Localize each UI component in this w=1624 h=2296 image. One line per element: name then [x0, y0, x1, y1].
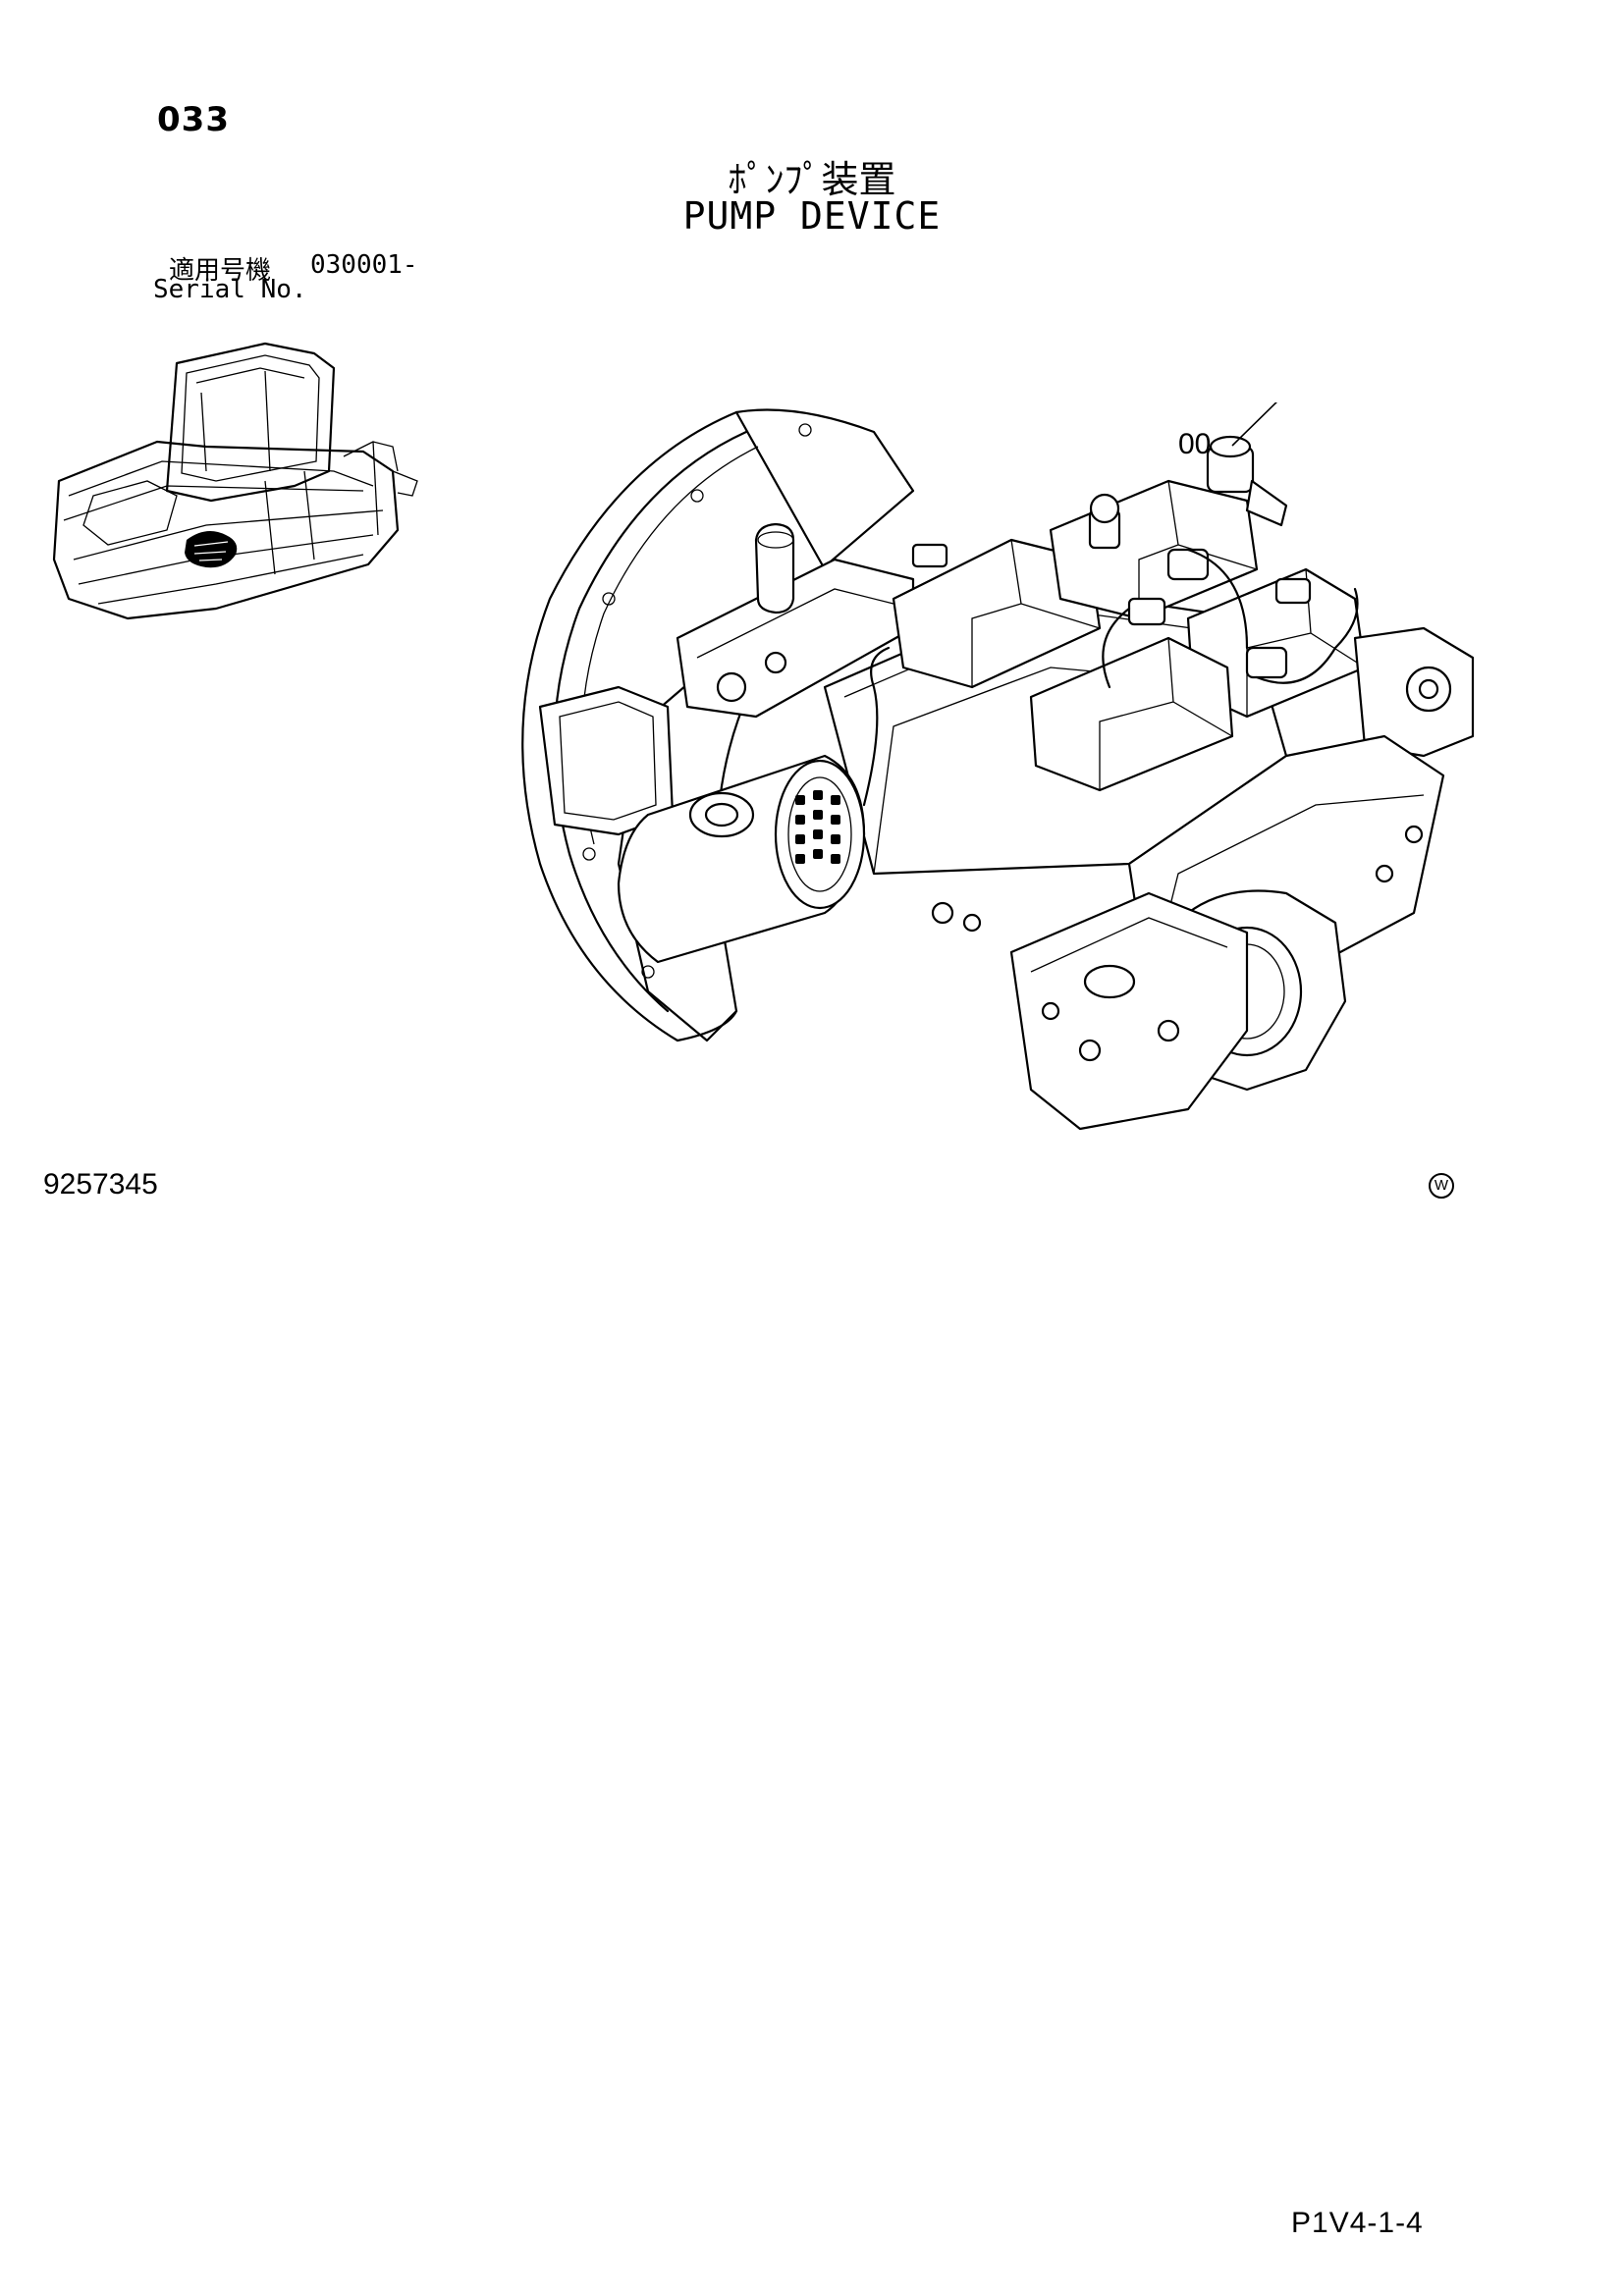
- serial-value: 030001-: [310, 250, 418, 280]
- page-title-en: PUMP DEVICE: [682, 194, 942, 238]
- w-mark-icon: W: [1429, 1173, 1454, 1199]
- serial-label-en: Serial No.: [153, 275, 307, 304]
- document-number: 9257345: [43, 1168, 158, 1201]
- page-number: 033: [157, 100, 230, 139]
- serial-label-jp: 適用号機: [169, 256, 272, 286]
- machine-location-thumbnail: [52, 342, 418, 620]
- callout-label: 00: [1178, 428, 1212, 460]
- page-reference: P1V4-1-4: [1291, 2207, 1424, 2239]
- pump-device-drawing: [521, 402, 1475, 1131]
- page-title-jp: ﾎﾟﾝﾌﾟ装置: [728, 158, 896, 201]
